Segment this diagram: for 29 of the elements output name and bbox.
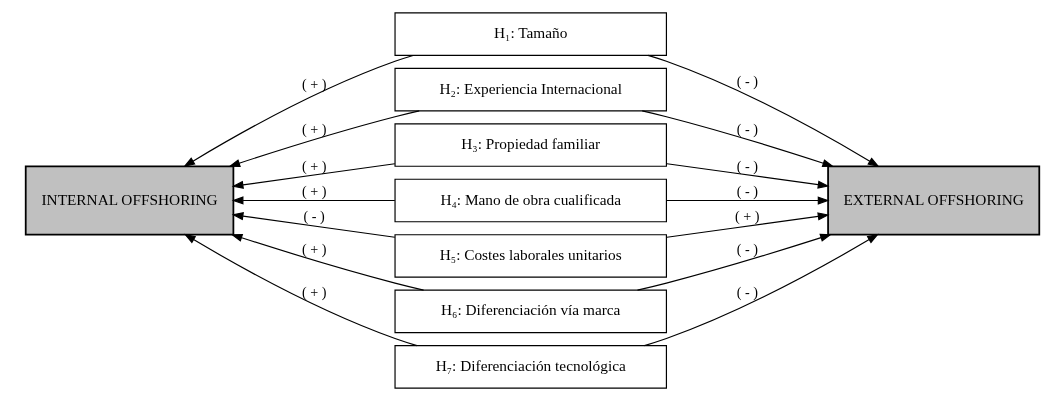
edge-label: ( - )	[736, 241, 758, 258]
edge-label: ( + )	[301, 120, 326, 137]
arrow	[665, 212, 830, 238]
edge-label: ( - )	[736, 72, 758, 89]
arrow	[231, 196, 395, 205]
edge-label: ( + )	[301, 241, 326, 258]
node-box: H₆: Diferenciación vía marca	[393, 289, 667, 334]
edge-label: ( - )	[303, 208, 325, 225]
edge-label: ( + )	[734, 208, 759, 225]
node-box: H₄: Mano de obra cualificada	[393, 178, 667, 223]
edge-label: ( + )	[301, 157, 326, 174]
arrow	[665, 196, 830, 205]
edge-label: ( - )	[736, 157, 758, 174]
edge-label: ( + )	[301, 76, 326, 93]
node-box: H₂: Experiencia Internacional	[393, 67, 667, 112]
node-box: H₇: Diferenciación tecnológica	[393, 345, 667, 389]
node-box: H₅: Costes laborales unitarios	[393, 234, 667, 278]
edge-label: ( + )	[301, 183, 326, 200]
node-box: H₁: Tamaño	[393, 12, 667, 56]
node-box: INTERNAL OFFSHORING	[24, 165, 234, 236]
edge-label: ( + )	[301, 283, 326, 300]
arrow	[231, 212, 395, 238]
node-box: EXTERNAL OFFSHORING	[826, 165, 1040, 236]
arrow	[665, 163, 830, 189]
node-box: H₃: Propiedad familiar	[393, 123, 667, 167]
edge-label: ( - )	[736, 120, 758, 137]
edge-label: ( - )	[736, 183, 758, 200]
arrow	[231, 163, 395, 189]
edge-label: ( - )	[736, 283, 758, 300]
